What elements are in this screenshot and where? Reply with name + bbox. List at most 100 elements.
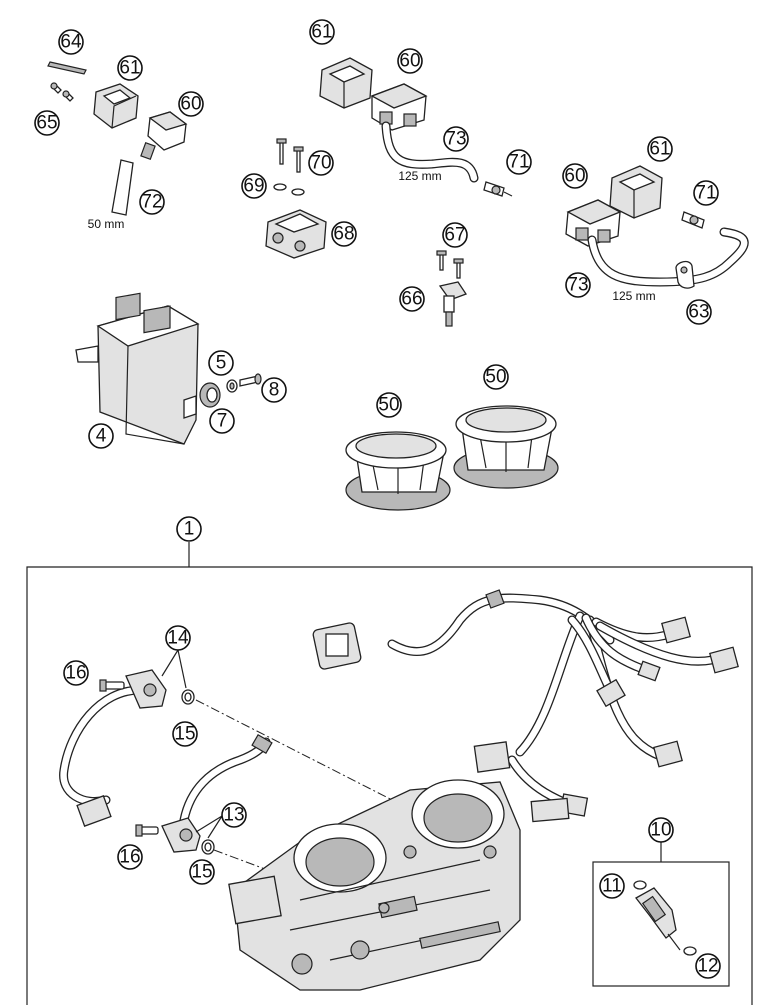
callout-72: 72 (139, 189, 165, 215)
sensor-bracket-plate (47, 61, 87, 75)
screws-70 (276, 138, 304, 173)
callout-label: 71 (695, 183, 716, 204)
callout-66: 66 (399, 286, 425, 312)
hose-length-label: 50 mm (88, 217, 125, 231)
callout-12: 12 (695, 953, 721, 979)
callout-label: 61 (311, 22, 332, 43)
callout-label: 72 (141, 192, 162, 213)
connector-cover-61a (93, 83, 139, 129)
callout-61: 61 (647, 136, 673, 162)
callout-65: 65 (34, 110, 60, 136)
pressure-sensor-60b (370, 83, 428, 131)
callout-60: 60 (397, 48, 423, 74)
callout-70: 70 (308, 150, 334, 176)
oring-15b (201, 839, 215, 855)
callout-13: 13 (221, 802, 247, 828)
throttle-sensor-upper (59, 669, 167, 827)
callout-71: 71 (693, 180, 719, 206)
connector-cover-61b (319, 57, 373, 109)
screws-67 (436, 250, 464, 279)
injector (633, 880, 697, 956)
callout-10: 10 (648, 817, 674, 843)
callout-label: 14 (167, 628, 189, 649)
callout-label: 1 (184, 519, 195, 540)
callout-label: 66 (401, 289, 422, 310)
callout-69: 69 (241, 173, 267, 199)
callout-61: 61 (309, 19, 335, 45)
screw-8 (239, 373, 262, 387)
callout-50: 50 (483, 364, 509, 390)
callout-73: 73 (565, 272, 591, 298)
callout-label: 63 (688, 302, 709, 323)
callout-5: 5 (208, 350, 234, 376)
callout-label: 73 (567, 275, 588, 296)
callout-7: 7 (209, 408, 235, 434)
callout-14: 14 (165, 625, 191, 651)
callout-14-leaders (161, 649, 187, 689)
screw-16b (135, 824, 159, 837)
intake-funnel-left (345, 431, 451, 511)
screws-65 (50, 82, 74, 102)
callout-label: 64 (60, 32, 82, 53)
throttle-sensor-lower (161, 733, 273, 853)
callout-label: 5 (216, 353, 227, 374)
hose-73b: 125 mm (587, 227, 749, 303)
callout-16: 16 (63, 660, 89, 686)
callout-60: 60 (178, 91, 204, 117)
hose-length-label: 125 mm (398, 169, 441, 183)
fitting-71a (483, 181, 513, 197)
callout-4: 4 (88, 423, 114, 449)
sleeve-5 (226, 379, 238, 393)
callout-71: 71 (506, 149, 532, 175)
callout-label: 69 (243, 176, 264, 197)
pressure-sensor-60c (565, 199, 622, 247)
sensor-68 (265, 209, 327, 259)
callout-15: 15 (172, 721, 198, 747)
callout-label: 4 (96, 426, 107, 447)
callout-label: 8 (269, 380, 280, 401)
callout-label: 65 (36, 113, 57, 134)
callout-label: 60 (564, 166, 585, 187)
intake-funnel-right (453, 405, 559, 489)
callout-73: 73 (443, 126, 469, 152)
callout-label: 50 (378, 395, 399, 416)
callout-label: 15 (191, 862, 212, 883)
pressure-sensor-60a (140, 111, 188, 161)
callout-61: 61 (117, 55, 143, 81)
callout-50: 50 (376, 392, 402, 418)
ecu-4 (75, 292, 200, 445)
callout-label: 10 (650, 820, 671, 841)
hose-73a: 125 mm (381, 121, 479, 183)
callout-label: 12 (697, 956, 718, 977)
throttle-body (228, 779, 570, 991)
callout-label: 60 (399, 51, 420, 72)
callout-8: 8 (261, 377, 287, 403)
callout-label: 68 (333, 224, 354, 245)
callout-13-leaders (195, 815, 223, 839)
callout-15: 15 (189, 859, 215, 885)
callout-11: 11 (599, 873, 625, 899)
washers-69 (273, 183, 305, 196)
callout-16: 16 (117, 844, 143, 870)
callout-64: 64 (58, 29, 84, 55)
callout-label: 61 (119, 58, 140, 79)
label-50mm: 50 mm (88, 217, 125, 231)
callout-label: 15 (174, 724, 195, 745)
callout-label: 13 (223, 805, 244, 826)
oring-15a (181, 689, 195, 705)
callout-label: 67 (444, 225, 465, 246)
assembly-frame (26, 542, 753, 1005)
callout-label: 50 (485, 367, 506, 388)
screw-16a (99, 679, 125, 692)
callout-60: 60 (562, 163, 588, 189)
callout-label: 60 (180, 94, 201, 115)
grommet-7 (199, 382, 221, 408)
callout-label: 71 (508, 152, 529, 173)
connector-cover-61c (609, 165, 663, 219)
fitting-71b (681, 211, 705, 229)
callout-1: 1 (176, 516, 202, 542)
callout-63: 63 (686, 299, 712, 325)
injector-inset (592, 842, 730, 987)
